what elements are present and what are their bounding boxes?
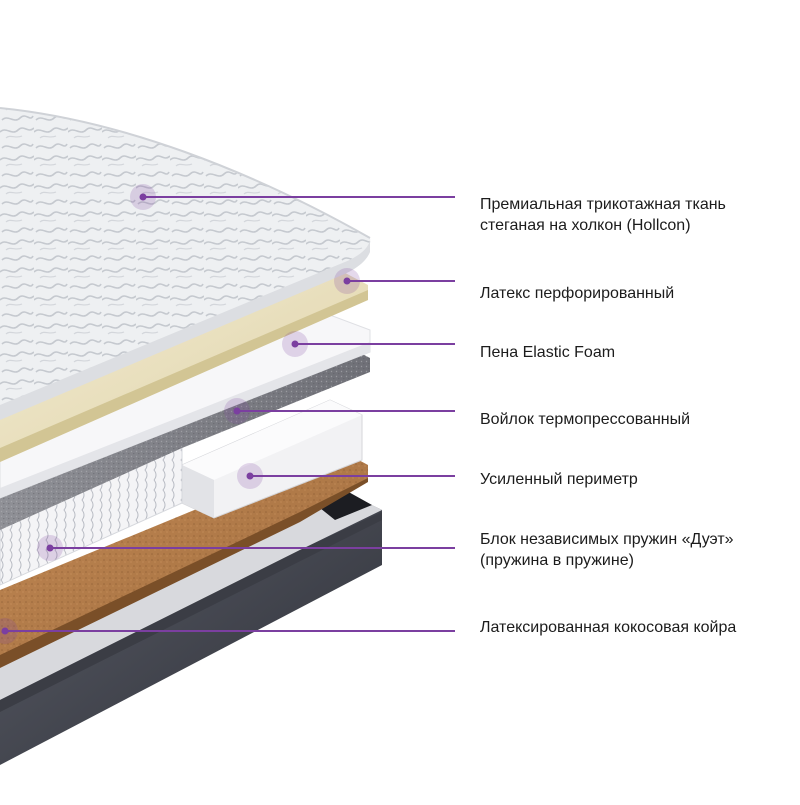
marker-dot-perimeter — [246, 472, 254, 480]
layer-label-felt: Войлок термопрессованный — [480, 411, 691, 428]
marker-dot-cover — [139, 193, 147, 201]
quilted-cover-layer — [0, 107, 371, 420]
marker-dot-elastic-foam — [291, 340, 299, 348]
latex-layer — [0, 265, 368, 462]
felt-layer — [0, 345, 370, 530]
marker-dot-coir — [1, 627, 9, 635]
marker-dot-latex — [343, 277, 351, 285]
marker-dot-felt — [233, 407, 241, 415]
layer-label-latex: Латекс перфорированный — [480, 285, 675, 302]
marker-dot-spring-block — [46, 544, 54, 552]
coir-layer — [0, 450, 368, 668]
mattress-base-frame — [0, 485, 382, 765]
perimeter-block — [181, 399, 363, 519]
layer-label-perimeter: Усиленный периметр — [480, 471, 638, 488]
layer-label-elastic-foam: Пена Elastic Foam — [480, 344, 616, 361]
layer-label-cover: Премиальная трикотажная ткань стеганая н… — [480, 196, 726, 234]
layer-label-spring-block: Блок независимых пружин «Дуэт» (пружина … — [480, 531, 734, 569]
layer-label-coir: Латексированная кокосовая койра — [480, 619, 737, 636]
